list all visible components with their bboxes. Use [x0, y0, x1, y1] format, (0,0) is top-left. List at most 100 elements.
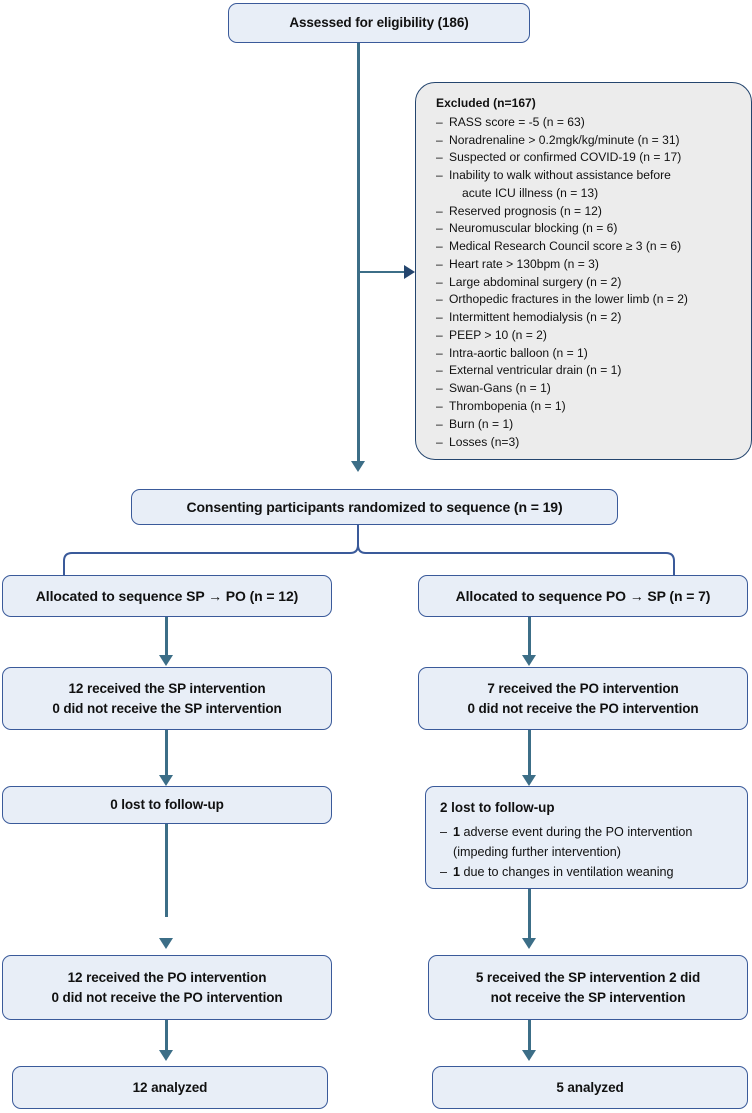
- dash-bullet: –: [436, 327, 443, 342]
- dash-bullet: –: [436, 363, 443, 378]
- connector-right-followup-to-period2: [528, 889, 531, 938]
- right-followup-title: 2 lost to follow-up: [440, 800, 555, 815]
- excluded-item-text: Burn (n = 1): [449, 416, 514, 431]
- split-connector: [63, 525, 675, 575]
- dash-bullet: –: [436, 256, 443, 271]
- arrowhead-left-period2: [159, 938, 173, 949]
- right-period2-box: 5 received the SP intervention 2 did not…: [428, 955, 748, 1020]
- dash-bullet: –: [436, 168, 443, 183]
- right-period2-line2: not receive the SP intervention: [490, 989, 686, 1005]
- left-period2-line2: 0 did not receive the PO intervention: [51, 989, 283, 1005]
- right-analyzed-label: 5 analyzed: [556, 1079, 624, 1095]
- right-followup-item-count: 1: [453, 824, 461, 839]
- left-allocation-label: Allocated to sequence SP → PO (n = 12): [35, 587, 299, 604]
- left-analyzed-label: 12 analyzed: [132, 1079, 208, 1095]
- excluded-item-text: Inability to walk without assistance bef…: [449, 168, 671, 183]
- excluded-item: –Noradrenaline > 0.2mgk/kg/minute (n = 3…: [436, 132, 737, 150]
- right-period1-box: 7 received the PO intervention 0 did not…: [418, 667, 748, 730]
- right-period1-line1: 7 received the PO intervention: [487, 680, 679, 696]
- excluded-item-text: Losses (n=3): [449, 434, 520, 449]
- excluded-item-text: Thrombopenia (n = 1): [449, 399, 566, 414]
- right-followup-item: – 1 due to changes in ventilation weanin…: [440, 862, 735, 882]
- dash-bullet: –: [436, 150, 443, 165]
- left-period1-box: 12 received the SP intervention 0 did no…: [2, 667, 332, 730]
- right-period2-line1: 5 received the SP intervention 2 did: [475, 969, 701, 985]
- excluded-item: –Intra-aortic balloon (n = 1): [436, 345, 737, 363]
- excluded-item-text: Intermittent hemodialysis (n = 2): [449, 310, 622, 325]
- arrowhead-left-followup: [159, 775, 173, 786]
- right-followup-box: 2 lost to follow-up – 1 adverse event du…: [425, 786, 748, 889]
- excluded-item: –PEEP > 10 (n = 2): [436, 327, 737, 345]
- excluded-item-text: Noradrenaline > 0.2mgk/kg/minute (n = 31…: [449, 132, 680, 147]
- dash-bullet: –: [436, 310, 443, 325]
- right-allocation-label: Allocated to sequence PO → SP (n = 7): [455, 587, 711, 604]
- left-followup-label: 0 lost to follow-up: [110, 797, 224, 813]
- excluded-item: –Thrombopenia (n = 1): [436, 398, 737, 416]
- arrowhead-to-randomized: [351, 461, 365, 472]
- connector-assessed-to-randomized: [357, 43, 360, 461]
- dash-bullet: –: [436, 274, 443, 289]
- excluded-item-text: Suspected or confirmed COVID-19 (n = 17): [449, 150, 682, 165]
- left-followup-box: 0 lost to follow-up: [2, 786, 332, 824]
- dash-bullet: –: [436, 399, 443, 414]
- excluded-item: –Inability to walk without assistance be…: [436, 167, 737, 203]
- excluded-item: –Medical Research Council score ≥ 3 (n =…: [436, 238, 737, 256]
- arrowhead-left-period1: [159, 655, 173, 666]
- dash-bullet: –: [436, 114, 443, 129]
- left-allocation-box: Allocated to sequence SP → PO (n = 12): [2, 575, 332, 617]
- excluded-item-text: Neuromuscular blocking (n = 6): [449, 221, 618, 236]
- excluded-item-text: External ventricular drain (n = 1): [449, 363, 622, 378]
- excluded-item: –Suspected or confirmed COVID-19 (n = 17…: [436, 149, 737, 167]
- excluded-item-text: RASS score = -5 (n = 63): [449, 114, 585, 129]
- left-analyzed-box: 12 analyzed: [12, 1066, 328, 1109]
- excluded-item: –Orthopedic fractures in the lower limb …: [436, 291, 737, 309]
- left-period1-line1: 12 received the SP intervention: [68, 680, 266, 696]
- left-period1-line2: 0 did not receive the SP intervention: [52, 700, 282, 716]
- dash-bullet: –: [436, 132, 443, 147]
- connector-left-followup-to-period2: [165, 824, 168, 917]
- right-followup-item-continuation: (impeding further intervention): [453, 845, 621, 860]
- right-period1-line2: 0 did not receive the PO intervention: [467, 700, 699, 716]
- assessed-for-eligibility-label: Assessed for eligibility (186): [289, 15, 469, 31]
- right-followup-item-text: adverse event during the PO intervention: [460, 824, 693, 839]
- right-followup-item-count: 1: [453, 865, 461, 880]
- arrowhead-to-excluded: [404, 265, 415, 279]
- dash-bullet: –: [436, 221, 443, 236]
- dash-bullet: –: [436, 381, 443, 396]
- dash-bullet: –: [436, 434, 443, 449]
- excluded-list: –RASS score = -5 (n = 63) –Noradrenaline…: [436, 114, 737, 452]
- connector-right-allocation-to-period1: [528, 617, 531, 659]
- left-period2-line1: 12 received the PO intervention: [67, 969, 267, 985]
- excluded-title: Excluded (n=167): [436, 96, 536, 110]
- excluded-item-continuation: acute ICU illness (n = 13): [462, 185, 599, 200]
- arrowhead-left-analyzed: [159, 1050, 173, 1061]
- right-allocation-box: Allocated to sequence PO → SP (n = 7): [418, 575, 748, 617]
- excluded-item: –Losses (n=3): [436, 434, 737, 452]
- arrowhead-right-analyzed: [522, 1050, 536, 1061]
- arrowhead-right-period1: [522, 655, 536, 666]
- excluded-item: –RASS score = -5 (n = 63): [436, 114, 737, 132]
- excluded-item-text: Intra-aortic balloon (n = 1): [449, 345, 588, 360]
- connector-to-excluded: [360, 271, 406, 274]
- excluded-item: –Burn (n = 1): [436, 416, 737, 434]
- dash-bullet: –: [436, 203, 443, 218]
- excluded-item-text: Reserved prognosis (n = 12): [449, 203, 602, 218]
- connector-right-period1-to-followup: [528, 730, 531, 779]
- right-followup-item: – 1 adverse event during the PO interven…: [440, 822, 735, 863]
- excluded-item-text: Large abdominal surgery (n = 2): [449, 274, 622, 289]
- excluded-item: –External ventricular drain (n = 1): [436, 362, 737, 380]
- right-followup-list: – 1 adverse event during the PO interven…: [440, 822, 735, 883]
- left-period2-box: 12 received the PO intervention 0 did no…: [2, 955, 332, 1020]
- dash-bullet: –: [436, 416, 443, 431]
- excluded-item-text: Swan-Gans (n = 1): [449, 381, 551, 396]
- dash-bullet: –: [436, 239, 443, 254]
- excluded-item: –Swan-Gans (n = 1): [436, 380, 737, 398]
- excluded-item: –Heart rate > 130bpm (n = 3): [436, 256, 737, 274]
- dash-bullet: –: [440, 824, 448, 839]
- excluded-item-text: PEEP > 10 (n = 2): [449, 327, 547, 342]
- connector-left-allocation-to-period1: [165, 617, 168, 659]
- excluded-item-text: Medical Research Council score ≥ 3 (n = …: [449, 239, 682, 254]
- excluded-item: –Neuromuscular blocking (n = 6): [436, 220, 737, 238]
- randomized-box: Consenting participants randomized to se…: [131, 489, 618, 525]
- connector-left-period1-to-followup: [165, 730, 168, 779]
